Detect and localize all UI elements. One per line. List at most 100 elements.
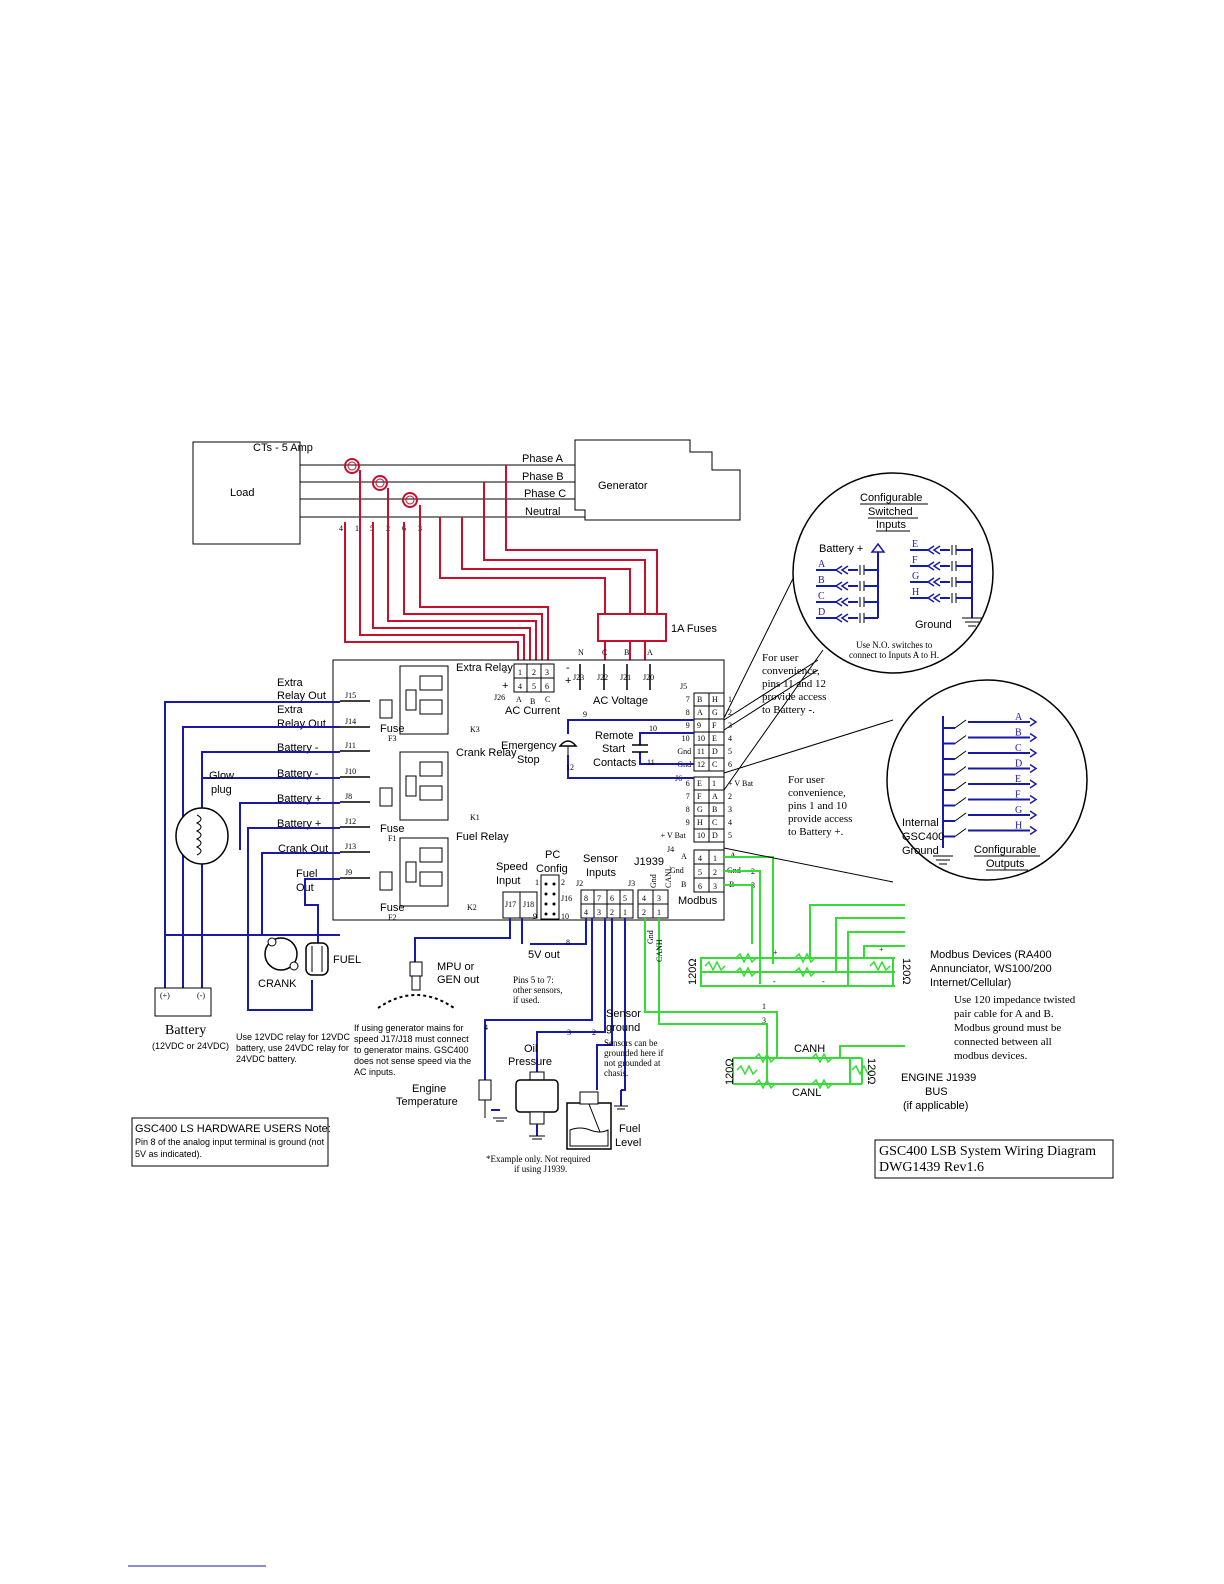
plus-2: +: [879, 945, 884, 954]
minus-2: -: [822, 977, 825, 986]
modbus-a: A: [681, 852, 687, 861]
canh-vertical: CANH: [655, 939, 664, 962]
j5-left-2: 9: [686, 721, 690, 730]
svg-text:2: 2: [610, 908, 614, 917]
load-label: Load: [230, 487, 254, 499]
j5-a-1: A: [697, 708, 703, 717]
svg-text:1: 1: [518, 668, 522, 677]
j5-right-3: 4: [728, 734, 732, 743]
emergency-label-b: Stop: [517, 754, 540, 766]
output-switch-G: [954, 812, 967, 822]
j6-left-4: + V Bat: [661, 831, 687, 840]
modbus-gnd: Gnd: [670, 866, 684, 875]
n-label: N: [578, 648, 584, 657]
sensor-ground-note: Sensors can be grounded here if not grou…: [604, 1038, 666, 1078]
glow-plug-label-a: Glow: [209, 770, 234, 782]
wire-12: 12: [566, 763, 574, 772]
fuel-level-sensor: [566, 1090, 628, 1150]
j5-a-0: B: [697, 695, 702, 704]
j22-label: J22: [597, 673, 608, 682]
battery-label: Battery: [165, 1023, 206, 1038]
j10-label: J10: [345, 767, 356, 776]
fuel-level-label-b: Level: [615, 1137, 641, 1149]
f2-label: F2: [388, 913, 396, 922]
svg-text:1: 1: [623, 908, 627, 917]
relay-crank: [379, 751, 449, 821]
j5-left-3: 10: [682, 734, 690, 743]
j5-b-1: G: [712, 708, 718, 717]
c-label: C: [602, 648, 607, 657]
j6-b-0: 1: [712, 779, 716, 788]
j5-a-5: 12: [697, 760, 705, 769]
load-box: [192, 441, 301, 545]
can-wire-1: 1: [762, 1002, 766, 1011]
j5-left-0: 7: [686, 695, 690, 704]
modbus-label: Modbus: [678, 895, 718, 907]
phase-lines: [300, 464, 585, 518]
input-letter-B: B: [818, 575, 825, 586]
j6-right-3: 4: [728, 818, 732, 827]
svg-text:2: 2: [532, 668, 536, 677]
fuses-1a-label: 1A Fuses: [671, 623, 717, 635]
mpu-sensor: [377, 961, 455, 1009]
svg-text:3: 3: [713, 882, 717, 891]
extra-relay-out-2-a: Extra: [277, 704, 304, 716]
output-switch-C: [954, 750, 967, 760]
j5-right-4: 5: [728, 747, 732, 756]
user-conv-note-1: For user convenience, pins 11 and 12 pro…: [762, 652, 829, 716]
csi-label-c: Inputs: [876, 519, 906, 531]
wire-9: 9: [583, 710, 587, 719]
j6-left-1: 7: [686, 792, 690, 801]
input-letter-H: H: [912, 587, 919, 598]
config-outputs-label-a: Configurable: [974, 844, 1036, 856]
output-letter-G: G: [1015, 805, 1022, 816]
fuse-label-f3: Fuse: [380, 723, 404, 735]
svg-text:4: 4: [518, 682, 522, 691]
svg-text:6: 6: [610, 894, 614, 903]
ground-symbol-2: [933, 855, 953, 865]
canl-vertical: CANL: [664, 866, 673, 888]
wire-3: 3: [567, 1028, 571, 1037]
j5-right-2: 3: [728, 721, 732, 730]
j9-label: J9: [345, 868, 352, 877]
modbus-devices-label: Modbus Devices (RA400 Annunciator, WS100…: [930, 949, 1055, 989]
j6-a-0: E: [697, 779, 702, 788]
extra-relay-out-2-b: Relay Out: [277, 718, 326, 730]
input-switch-G: [926, 577, 941, 587]
engine-bus-label-b: BUS: [925, 1086, 948, 1098]
ground-label: Ground: [915, 619, 952, 631]
canh-label: CANH: [794, 1043, 825, 1055]
svg-text:1: 1: [713, 854, 717, 863]
user-conv-note-2: For user convenience, pins 1 and 10 prov…: [788, 774, 855, 838]
j6-a-3: H: [697, 818, 703, 827]
j6-a-4: 10: [697, 831, 705, 840]
gnd-vertical-top: Gnd: [649, 874, 658, 888]
battery-symbol: [154, 987, 212, 1017]
wire-4: 4: [484, 1023, 488, 1032]
no-switch-note: Use N.O. switches to connect to Inputs A…: [849, 640, 939, 660]
output-letter-E: E: [1015, 774, 1021, 785]
svg-text:7: 7: [597, 894, 601, 903]
ac-current-label: AC Current: [505, 705, 560, 717]
callout-line-3: [723, 719, 894, 774]
modbus-green-wiring: [700, 856, 905, 987]
j1939-label: J1939: [634, 856, 664, 868]
ac-b: B: [530, 697, 535, 706]
input-switch-F: [926, 561, 941, 571]
svg-text:1: 1: [535, 878, 539, 887]
title-line-2: DWG1439 Rev1.6: [879, 1160, 984, 1175]
input-letter-A: A: [818, 559, 826, 570]
j6-left-2: 8: [686, 805, 690, 814]
canl-label: CANL: [792, 1087, 821, 1099]
j26-label: J26: [494, 693, 505, 702]
speed-input-terminal: J17 J18: [502, 891, 538, 919]
svg-text:3: 3: [657, 894, 661, 903]
f3-label: F3: [388, 734, 396, 743]
j5-b-5: C: [712, 760, 717, 769]
callout-line-4: [723, 847, 894, 883]
j5-right-5: 6: [728, 760, 732, 769]
ac-a: A: [516, 695, 522, 704]
